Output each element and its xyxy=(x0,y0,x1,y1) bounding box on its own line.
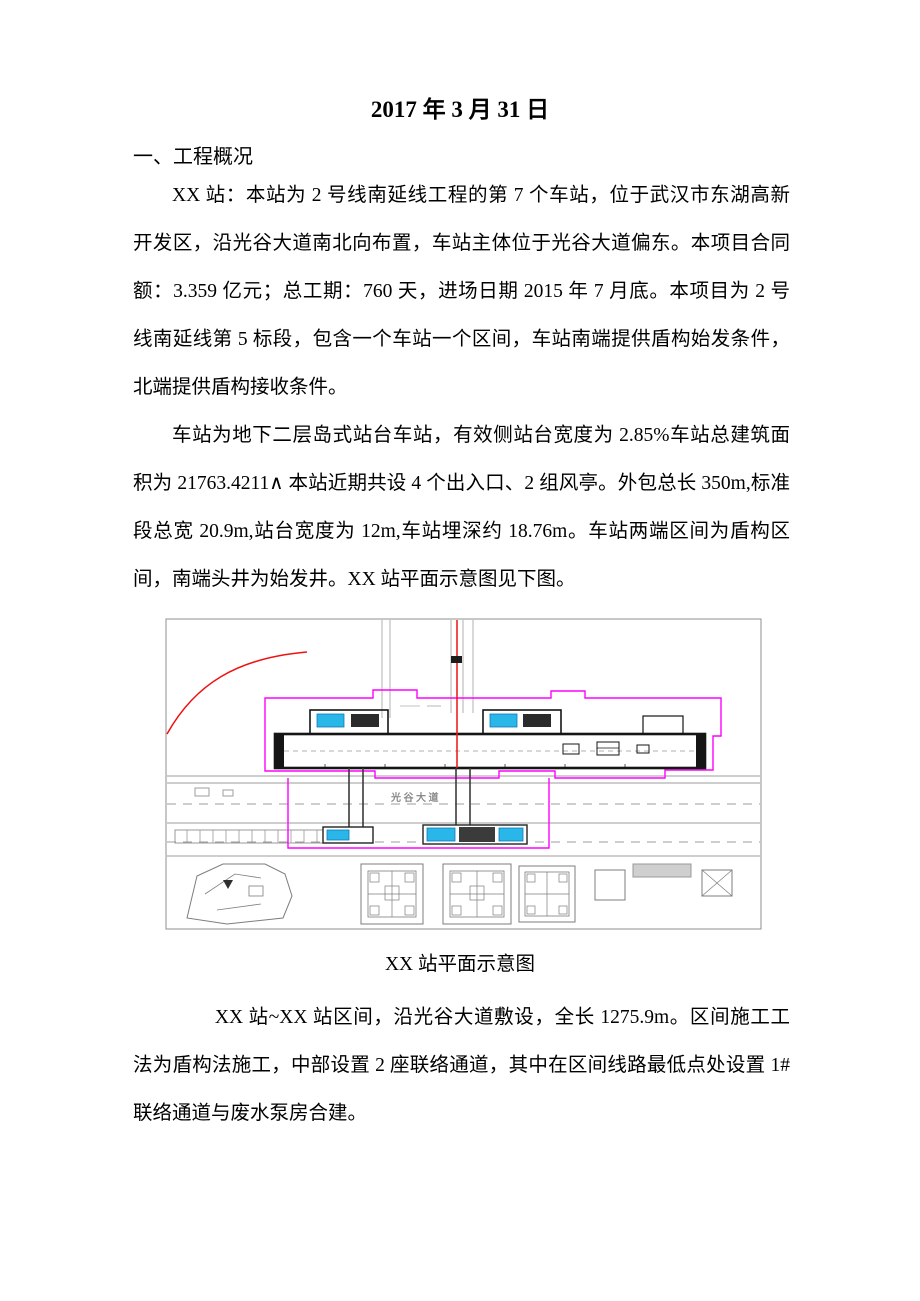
track-alignment xyxy=(166,620,458,768)
paragraph-station-details: 车站为地下二层岛式站台车站，有效侧站台宽度为 2.85%车站总建筑面积为 217… xyxy=(133,425,790,590)
survey-marker xyxy=(451,656,462,663)
paragraph-project-overview: XX 站：本站为 2 号线南延线工程的第 7 个车站，位于武汉市东湖高新开发区，… xyxy=(133,185,790,398)
paragraph-interval-section: XX 站~XX 站区间，沿光谷大道敷设，全长 1275.9m。区间施工工法为盾构… xyxy=(133,1007,790,1124)
road-name-label: 光 谷 大 道 xyxy=(390,791,439,804)
south-passages xyxy=(348,768,471,830)
station-plan-figure: 光 谷 大 道 xyxy=(165,618,762,930)
construction-boundary xyxy=(264,689,722,849)
buildings xyxy=(186,863,733,925)
entrance-markers xyxy=(316,713,518,728)
station-plan-svg: 光 谷 大 道 xyxy=(165,618,762,930)
section-heading: 一、工程概况 xyxy=(133,146,253,168)
south-entrances xyxy=(322,824,528,845)
date-title: 2017 年 3 月 31 日 xyxy=(370,97,550,122)
figure-caption: XX 站平面示意图 xyxy=(384,954,536,975)
station-structure xyxy=(273,705,707,770)
